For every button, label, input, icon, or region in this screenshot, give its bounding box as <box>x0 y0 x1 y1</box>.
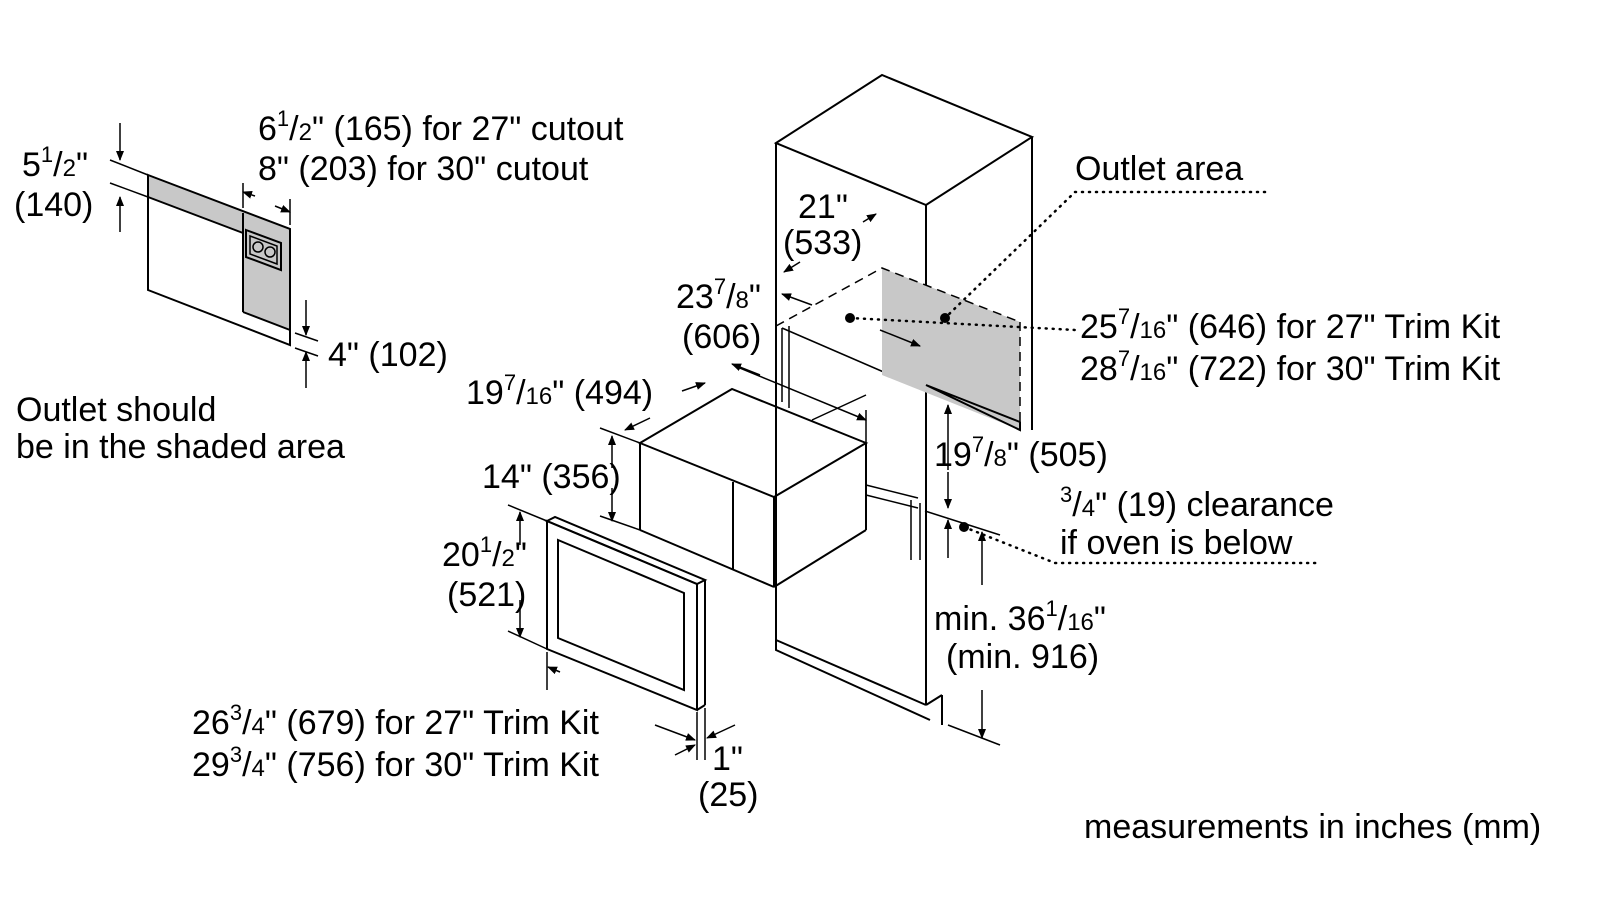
depth-21-mm-label: (533) <box>783 224 863 262</box>
outlet-bottom-label: 4" (102) <box>328 336 448 374</box>
outlet-area-shade <box>882 268 1020 430</box>
leader-lines <box>845 190 1322 565</box>
units-note: measurements in inches (mm) <box>1084 808 1542 846</box>
cutout-height-label: 197/8" (505) <box>934 431 1108 474</box>
oven-depth-label: 197/16" (494) <box>466 369 654 412</box>
outlet-height-mm-label: (140) <box>14 186 94 224</box>
trim-depth-mm-label: (25) <box>698 776 759 814</box>
outlet-wall-panel <box>147 173 291 347</box>
oven-height-label: 14" (356) <box>482 458 621 496</box>
trim-depth-label: 1" <box>712 740 743 778</box>
depth-21-label: 21" <box>798 188 848 226</box>
trim-frame <box>544 515 708 712</box>
width-27-label: 257/16" (646) for 27" Trim Kit <box>1080 303 1501 346</box>
clearance-label: 3/4" (19) clearance <box>1060 481 1334 524</box>
outlet-note-line2: be in the shaded area <box>16 428 345 466</box>
depth-23-mm-label: (606) <box>682 318 762 356</box>
trim-width-27-label: 263/4" (679) for 27" Trim Kit <box>192 699 599 742</box>
trim-width-30-label: 293/4" (756) for 30" Trim Kit <box>192 741 599 784</box>
cabinet <box>773 73 1035 725</box>
dimension-lines <box>507 213 1001 760</box>
outlet-note-line1: Outlet should <box>16 391 217 429</box>
width-30-label: 287/16" (722) for 30" Trim Kit <box>1080 345 1501 388</box>
trim-height-label: 201/2" <box>442 531 527 574</box>
trim-height-mm-label: (521) <box>447 576 527 614</box>
outlet-height-label: 51/2" <box>22 141 89 184</box>
outlet-area-label: Outlet area <box>1075 150 1244 188</box>
microwave-oven <box>637 387 869 588</box>
clearance-line2-label: if oven is below <box>1060 524 1293 562</box>
min-height-label: min. 361/16" <box>934 595 1106 638</box>
receptacle-icon <box>245 228 282 272</box>
min-height-mm-label: (min. 916) <box>946 638 1100 676</box>
outlet-width-27-label: 61/2" (165) for 27" cutout <box>258 105 624 148</box>
depth-23-label: 237/8" <box>676 273 761 316</box>
outlet-detail-panel <box>109 123 319 388</box>
outlet-width-30-label: 8" (203) for 30" cutout <box>258 150 589 188</box>
